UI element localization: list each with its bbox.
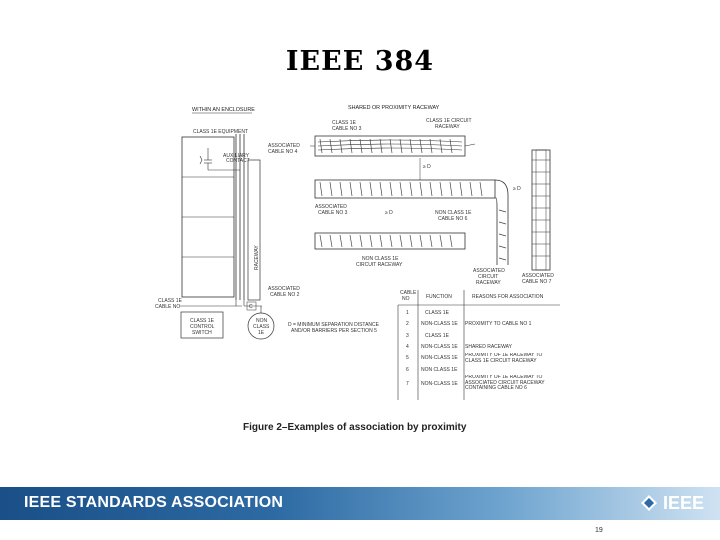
aux-contact-label-1: AUXILIARY — [223, 153, 250, 159]
class1e-circuit-raceway: CLASS 1E CABLE NO 3 CLASS 1E CIRCUIT RAC… — [310, 118, 476, 180]
class1e-raceway-label-2: RACEWAY — [435, 124, 460, 130]
table-header-reasons: REASONS FOR ASSOCIATION — [472, 294, 544, 300]
distance-d-3: ≥ D — [513, 186, 521, 192]
non-class-label-2: CLASS — [253, 324, 270, 330]
figure-drawing: WITHIN AN ENCLOSURE SHARED OR PROXIMITY … — [155, 105, 560, 400]
footer-org-name: IEEE STANDARDS ASSOCIATION — [24, 494, 284, 511]
table-row-5-no: 5 — [406, 355, 409, 361]
page-number: 19 — [595, 527, 603, 534]
distance-d-2: ≥ D — [385, 210, 393, 216]
table-row-3-function: CLASS 1E — [425, 333, 450, 339]
right-vertical-raceway: ASSOCIATED CABLE NO 7 — [522, 149, 554, 285]
class1e-equipment-cabinet: CLASS 1E EQUIPMENT AUXILIARY CONTACT — [181, 129, 250, 300]
table-row-2-reason: PROXIMITY TO CABLE NO 1 — [465, 321, 532, 327]
nonclass-raceway-label-2: CIRCUIT RACEWAY — [356, 262, 403, 268]
nonclass-raceway-label-1: NON CLASS 1E — [362, 256, 399, 262]
table-header-function: FUNCTION — [426, 294, 452, 300]
table-row-4-no: 4 — [406, 344, 409, 350]
table-row-3-no: 3 — [406, 333, 409, 339]
table-row-5-reason: PROXIMITY OF 1E RACEWAY TO CLASS 1E CIRC… — [465, 353, 543, 364]
proximity-association-figure: WITHIN AN ENCLOSURE SHARED OR PROXIMITY … — [150, 100, 570, 440]
class1e-cable3-label-1: CLASS 1E — [332, 120, 357, 126]
assoc-circuit-label-2: CIRCUIT — [478, 274, 498, 280]
non-class-label-1: NON — [256, 318, 268, 324]
table-row-7-no: 7 — [406, 381, 409, 387]
class1e-equipment-label: CLASS 1E EQUIPMENT — [193, 129, 248, 135]
assoc-cable3-label-1: ASSOCIATED — [315, 204, 347, 210]
table-row-5-function: NON-CLASS 1E — [421, 355, 458, 361]
table-row-2-no: 2 — [406, 321, 409, 327]
ieee-diamond-icon — [640, 495, 657, 511]
class1e-raceway-label-1: CLASS 1E CIRCUIT — [426, 118, 472, 124]
associated-raceway-middle: ASSOCIATED CABLE NO 3 ≥ D NON CLASS 1E C… — [314, 179, 521, 265]
assoc-cable7-label-1: ASSOCIATED — [522, 273, 554, 279]
class1e-cable-no-label-2: CABLE NO — [155, 304, 180, 310]
footer-bar: IEEE STANDARDS ASSOCIATION IEEE — [0, 487, 720, 520]
table-row-7-reason: PROXIMITY OF 1E RACEWAY TO ASSOCIATED CI… — [465, 375, 545, 391]
association-table: CABLE NO FUNCTION REASONS FOR ASSOCIATIO… — [397, 290, 560, 400]
class1e-cable-no-label-1: CLASS 1E — [158, 298, 183, 304]
table-row-1-function: CLASS 1E — [425, 310, 450, 316]
assoc-circuit-label-1: ASSOCIATED — [473, 268, 505, 274]
control-switch-label-1: CLASS 1E — [190, 318, 215, 324]
raceway-vertical-label: RACEWAY — [254, 245, 260, 270]
table-row-5-reason-wrap: PROXIMITY OF 1E RACEWAY TO CLASS 1E CIRC… — [465, 353, 543, 364]
nonclass-circuit-raceway: NON CLASS 1E CIRCUIT RACEWAY ASSOCIATED … — [314, 232, 505, 286]
legend-line-1: D = MINIMUM SEPARATION DISTANCE — [288, 322, 380, 328]
distance-d-1: ≥ D — [423, 164, 431, 170]
slide-title: IEEE 384 — [285, 46, 435, 77]
assoc-cable2-label-2: CABLE NO 2 — [270, 292, 300, 298]
assoc-cable4-label-2: CABLE NO 4 — [268, 149, 298, 155]
within-enclosure-label: WITHIN AN ENCLOSURE — [192, 107, 255, 113]
c-label: C — [249, 304, 253, 310]
class1e-cable3-label-2: CABLE NO 3 — [332, 126, 362, 132]
control-switch-label-3: SWITCH — [192, 330, 212, 336]
nonclass-cable6-label-2: CABLE NO 6 — [438, 216, 468, 222]
assoc-circuit-label-3: RACEWAY — [476, 280, 501, 286]
non-class-label-3: 1E — [258, 330, 265, 336]
legend-line-2: AND/OR BARRIERS PER SECTION 5 — [291, 328, 377, 334]
table-row-4-reason: SHARED RACEWAY — [465, 344, 513, 350]
ieee-logo: IEEE — [640, 491, 704, 515]
assoc-cable4-label-1: ASSOCIATED — [268, 143, 300, 149]
table-row-2-function: NON-CLASS 1E — [421, 321, 458, 327]
figure-caption: Figure 2–Examples of association by prox… — [243, 422, 467, 433]
table-row-7-function: NON-CLASS 1E — [421, 381, 458, 387]
assoc-cable2-label-1: ASSOCIATED — [268, 286, 300, 292]
control-switch-label-2: CONTROL — [190, 324, 215, 330]
aux-contact-label-2: CONTACT — [226, 158, 250, 164]
assoc-cable3-label-2: CABLE NO 3 — [318, 210, 348, 216]
table-row-6-no: 6 — [406, 367, 409, 373]
table-row-4-function: NON-CLASS 1E — [421, 344, 458, 350]
ieee-logo-text: IEEE — [662, 492, 704, 513]
table-row-1-no: 1 — [406, 310, 409, 316]
table-header-cable: CABLE — [400, 290, 417, 296]
assoc-cable7-label-2: CABLE NO 7 — [522, 279, 552, 285]
nonclass-cable6-label-1: NON CLASS 1E — [435, 210, 472, 216]
shared-raceway-label: SHARED OR PROXIMITY RACEWAY — [348, 105, 440, 111]
control-switch-area: ASSOCIATED CABLE NO 2 CLASS 1E CABLE NO … — [155, 286, 380, 340]
table-header-no: NO — [402, 296, 410, 302]
table-row-6-function: NON CLASS 1E — [421, 367, 458, 373]
table-row-7-reason-wrap: PROXIMITY OF 1E RACEWAY TO ASSOCIATED CI… — [465, 375, 545, 391]
